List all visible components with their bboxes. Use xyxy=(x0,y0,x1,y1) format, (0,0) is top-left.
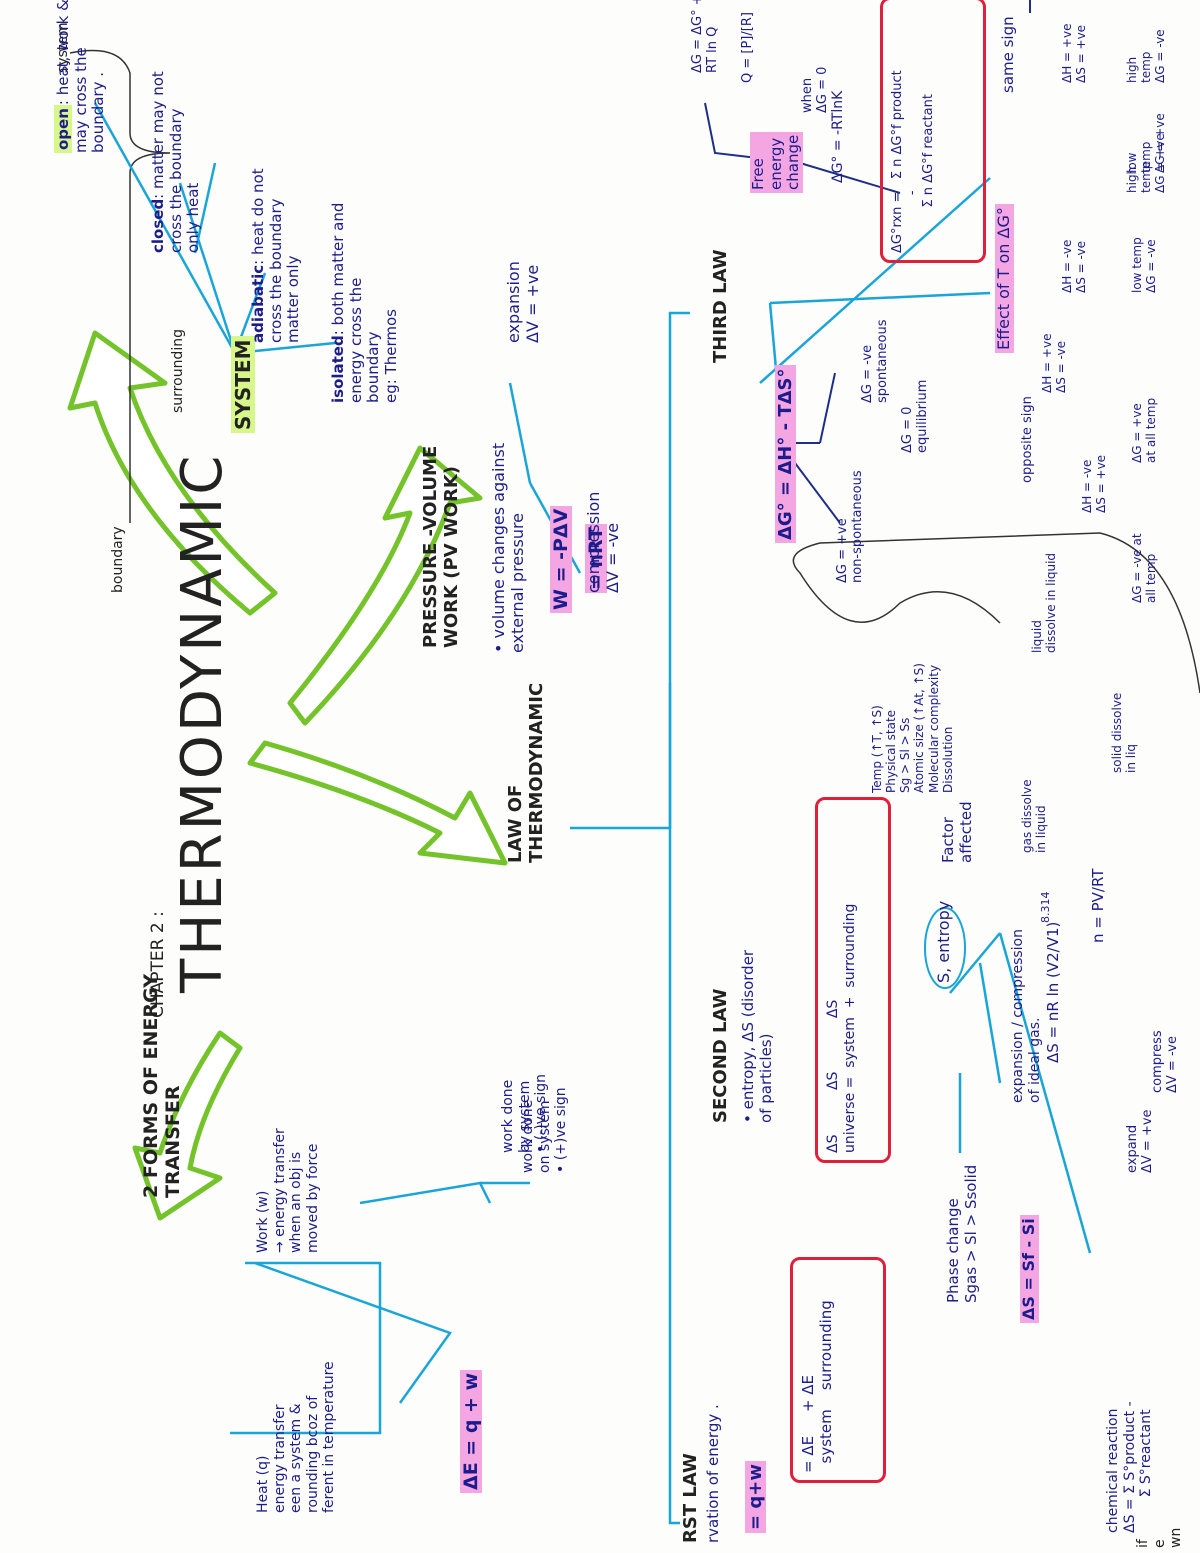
case-1-result: ΔG = -ve at all temp xyxy=(1130,533,1159,603)
first-law-formula: = q+w xyxy=(745,1461,767,1533)
pv-heading: PRESSURE -VOLUME WORK (PV WORK) xyxy=(420,445,463,648)
temperature-effect-heading: Effect of T on ΔG° xyxy=(994,204,1014,353)
case-3-conditions: ΔH = -ve ΔS = -ve xyxy=(1060,239,1089,293)
delta-g-negative: ΔG = -ve spontaneous xyxy=(860,319,891,403)
free-energy-label: Free energy change xyxy=(749,131,804,193)
phase-change-formula: ΔS = Sf - Si xyxy=(1019,1215,1039,1323)
opposite-sign-label: opposite sign xyxy=(1020,396,1035,483)
green-arrow-forms xyxy=(132,1030,243,1221)
entropy-ellipse xyxy=(924,907,966,989)
entropy-label: S, entropy xyxy=(934,900,953,983)
third-law-heading: THIRD LAW xyxy=(710,249,731,363)
entropy-cloud xyxy=(792,532,1200,694)
gibbs-equation: ΔG° = ΔH° - TΔS° xyxy=(775,365,797,543)
system-branches xyxy=(93,102,1092,1525)
expand-case: expand ΔV = +ve xyxy=(1125,1109,1156,1173)
ideal-gas-label: expansion / compression of ideal gas. xyxy=(1010,929,1043,1103)
delta-g-positive: ΔG = +ve non-spontaneous xyxy=(835,470,866,583)
same-sign-label: same sign xyxy=(999,16,1017,93)
case-1-conditions: ΔH = -ve ΔS = +ve xyxy=(1080,454,1109,513)
ideal-gas-formula: ΔS = nR ln (V2/V1) xyxy=(1044,921,1062,1063)
work-on-system: work done on system • (+)ve sign xyxy=(520,1087,570,1173)
second-law-equation: ΔS ΔS ΔS universe = system + surrounding xyxy=(825,903,858,1153)
pv-description: • volume changes against external pressu… xyxy=(489,442,527,653)
system-heading: SYSTEM xyxy=(231,336,256,433)
liquid-dissolve-label: liquid dissolve in liquid xyxy=(1030,552,1059,653)
work-description: Work (w) → energy transfer when an obj i… xyxy=(255,1128,321,1253)
pv-compression: compression ΔV = -ve xyxy=(584,491,622,593)
phase-change-label: Phase change Sgas > Sl > Ssolid xyxy=(944,1164,980,1303)
first-law-equation: = ΔE + ΔE system surrounding xyxy=(799,1300,835,1473)
delta-g-zero: ΔG = 0 equilibrium xyxy=(900,379,931,453)
first-law-description: rvation of energy . xyxy=(704,1404,722,1543)
system-type-open: open: heat, work & matter may cross the … xyxy=(54,0,108,153)
second-law-heading: SECOND LAW xyxy=(710,988,731,1124)
heat-description: Heat (q) energy transfer een a system & … xyxy=(255,1361,338,1513)
system-type-isolated: isolated: both matter and energy cross t… xyxy=(329,202,401,403)
second-law-description: • entropy, ΔS (disorder of particles) xyxy=(739,949,775,1123)
sketch-boundary-label: boundary xyxy=(110,526,126,593)
reaction-quotient: Q = [P]/[R] xyxy=(740,12,755,83)
moles-formula: n = PV/RT xyxy=(1089,868,1107,943)
compress-case: compress ΔV = -ve xyxy=(1150,1030,1181,1093)
energy-forms-heading: 2 FORMS OF ENERGY TRANSFER xyxy=(140,974,185,1198)
pv-expansion: expansion ΔV = +ve xyxy=(504,261,542,343)
law-heading: LAW OF THERMODYNAMIC xyxy=(505,682,548,863)
free-energy-k: ΔG° = -RTlnK xyxy=(830,90,846,183)
gas-dissolve-label: gas dissolve in liquid xyxy=(1020,779,1049,853)
green-arrow-pv xyxy=(287,445,483,726)
solid-dissolve-label: solid dissolve in liq xyxy=(1110,692,1139,773)
page-title: THERMODYNAMIC xyxy=(170,452,235,993)
gas-constant: 8.314 xyxy=(1039,891,1052,924)
first-law-heading: RST LAW xyxy=(680,1453,701,1543)
case-2-result: ΔG = +ve at all temp xyxy=(1130,397,1159,463)
free-energy-when: when ΔG = 0 xyxy=(800,66,831,113)
energy-change-formula: ΔE = q + w xyxy=(460,1369,483,1493)
case-4-conditions: ΔH = +ve ΔS = +ve xyxy=(1060,23,1089,83)
sketch-curve xyxy=(69,49,171,523)
gibbs-rxn-formula: ΔG°rxn = Σ n ΔG°f product - Σ n ΔG°f rea… xyxy=(890,70,936,253)
free-energy-q: ΔG = ΔG° + RT ln Q xyxy=(690,0,721,73)
left-edge-fragment: if e wn xyxy=(1135,1527,1185,1548)
pv-formula-w: W = -PΔV xyxy=(550,505,573,613)
case-3-low-temp: low temp ΔG = -ve xyxy=(1130,237,1159,293)
system-type-closed: closed: matter may not cross the boundar… xyxy=(149,71,203,253)
green-arrow-law xyxy=(247,740,508,866)
case-4-low-temp: low temp ΔG = +ve xyxy=(1125,113,1168,173)
system-type-adiabatic: adiabatic: heat do not cross the boundar… xyxy=(249,168,303,343)
factor-affected-label: Factor affected xyxy=(939,801,975,863)
sketch-surrounding-label: surrounding xyxy=(170,329,186,413)
chemical-reaction-label: chemical reaction ΔS = Σ S°product - Σ S… xyxy=(1105,1401,1155,1533)
case-2-conditions: ΔH = +ve ΔS = -ve xyxy=(1040,333,1069,393)
entropy-factors-list: Temp (↑T, ↑S) Physical state Sg > Sl > S… xyxy=(870,663,955,793)
case-4-high-temp: high temp ΔG = -ve xyxy=(1125,29,1168,83)
